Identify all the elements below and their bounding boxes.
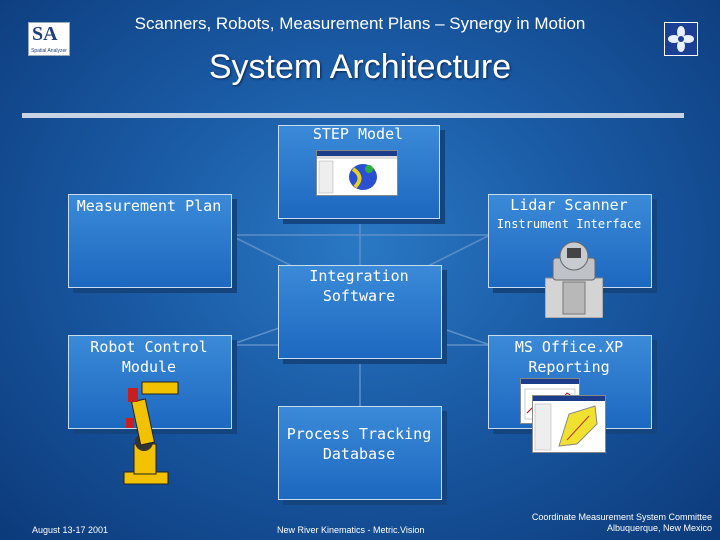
- lidar-scanner-label: Lidar Scanner: [510, 196, 628, 214]
- footer-company: New River Kinematics - Metric.Vision: [277, 525, 425, 535]
- page-title: System Architecture: [208, 48, 512, 86]
- step-model-label: STEP Model: [312, 125, 404, 143]
- integration-software-label: Integration Software: [309, 267, 409, 305]
- integration-software-box: [278, 265, 442, 359]
- step-model-screenshot: [316, 150, 398, 196]
- footer-location: Albuquerque, New Mexico: [606, 523, 712, 533]
- sa-logo-text: SA: [32, 23, 58, 45]
- measurement-plan-box: [68, 194, 232, 288]
- title-rule: [22, 113, 684, 118]
- sa-logo-subtext: Spatial Analyzer: [31, 48, 67, 54]
- header-title: Scanners, Robots, Measurement Plans – Sy…: [134, 14, 586, 33]
- flower-logo-icon: [664, 22, 698, 56]
- footer-committee: Coordinate Measurement System Committee: [531, 512, 712, 522]
- ms-office-label: MS Office.XP Reporting: [514, 338, 624, 376]
- sa-logo: SA Spatial Analyzer: [28, 22, 70, 56]
- report-3d-screenshot: [532, 395, 606, 453]
- instrument-interface-label: Instrument Interface: [496, 217, 642, 231]
- footer-date: August 13-17 2001: [32, 525, 109, 535]
- robot-control-label: Robot Control Module: [90, 338, 208, 376]
- process-tracking-label: Process Tracking Database: [286, 425, 432, 463]
- robot-arm-image: [120, 378, 190, 486]
- process-tracking-box: [278, 406, 442, 500]
- lidar-scanner-image: [544, 234, 604, 319]
- measurement-plan-label: Measurement Plan: [76, 197, 222, 215]
